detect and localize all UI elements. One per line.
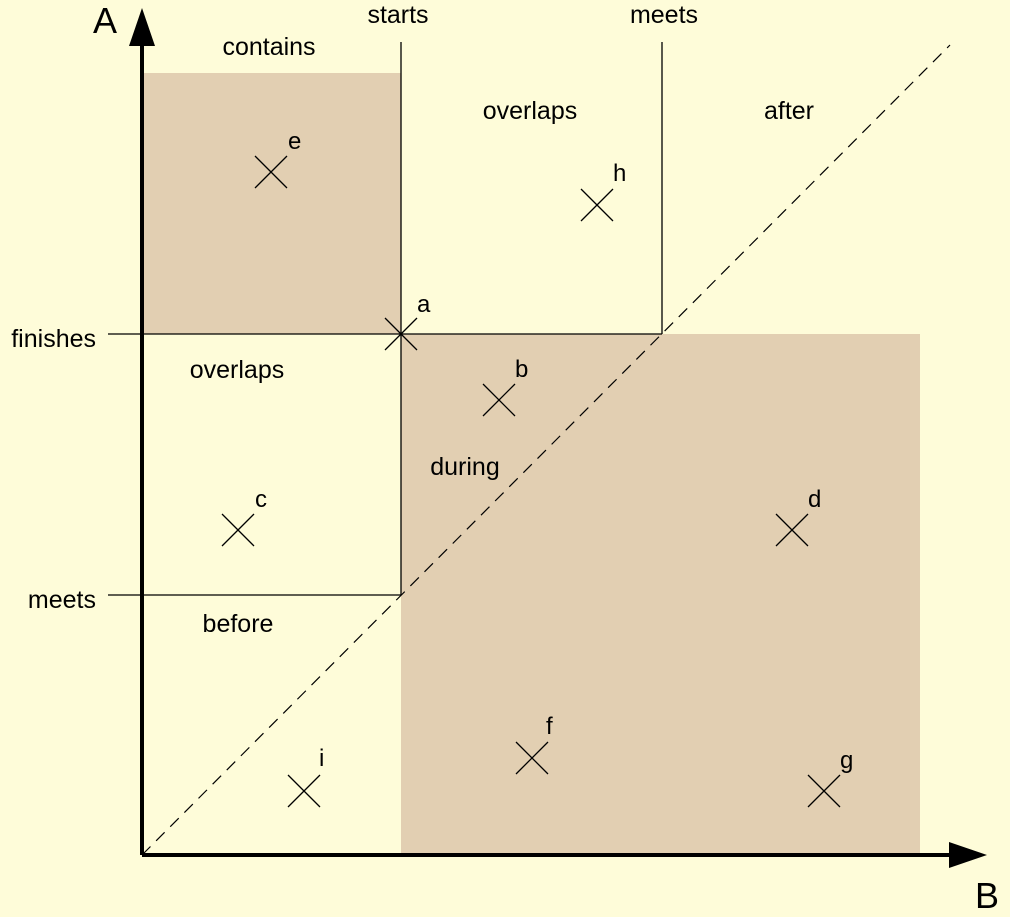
horizontal-axis-label: B (975, 875, 999, 916)
point-a-marker (384, 317, 418, 351)
point-d-marker (775, 513, 809, 547)
during-label: during (430, 453, 500, 481)
overlaps-top-label: overlaps (483, 97, 578, 125)
point-c-label: c (255, 486, 267, 513)
point-a-label: a (417, 291, 431, 318)
finishes-label: finishes (11, 325, 96, 353)
point-d-label: d (808, 486, 821, 513)
point-f-label: f (546, 713, 553, 740)
point-i-marker (287, 774, 321, 808)
meets-left-label: meets (28, 586, 96, 614)
contains-label: contains (222, 33, 315, 61)
overlaps-left-label: overlaps (190, 356, 285, 384)
before-label: before (203, 610, 274, 638)
point-g-label: g (840, 747, 853, 774)
contains-region (142, 73, 401, 334)
point-b-label: b (515, 356, 528, 383)
point-c-marker (221, 513, 255, 547)
point-e-label: e (288, 128, 301, 155)
after-label: after (764, 97, 814, 125)
point-h-marker (580, 188, 614, 222)
vertical-axis-label: A (93, 0, 117, 41)
during-region (401, 334, 920, 855)
horizontal-axis-arrow-icon (949, 842, 987, 868)
meets-top-label: meets (630, 1, 698, 29)
point-h-label: h (613, 160, 626, 187)
vertical-axis-arrow-icon (129, 8, 155, 46)
point-i-label: i (319, 745, 324, 772)
point-f-marker (515, 741, 549, 775)
point-g-marker (807, 774, 841, 808)
point-e-marker (254, 155, 288, 189)
diagonal-dashed-line (141, 44, 951, 856)
point-b-marker (482, 383, 516, 417)
starts-label: starts (367, 1, 428, 29)
